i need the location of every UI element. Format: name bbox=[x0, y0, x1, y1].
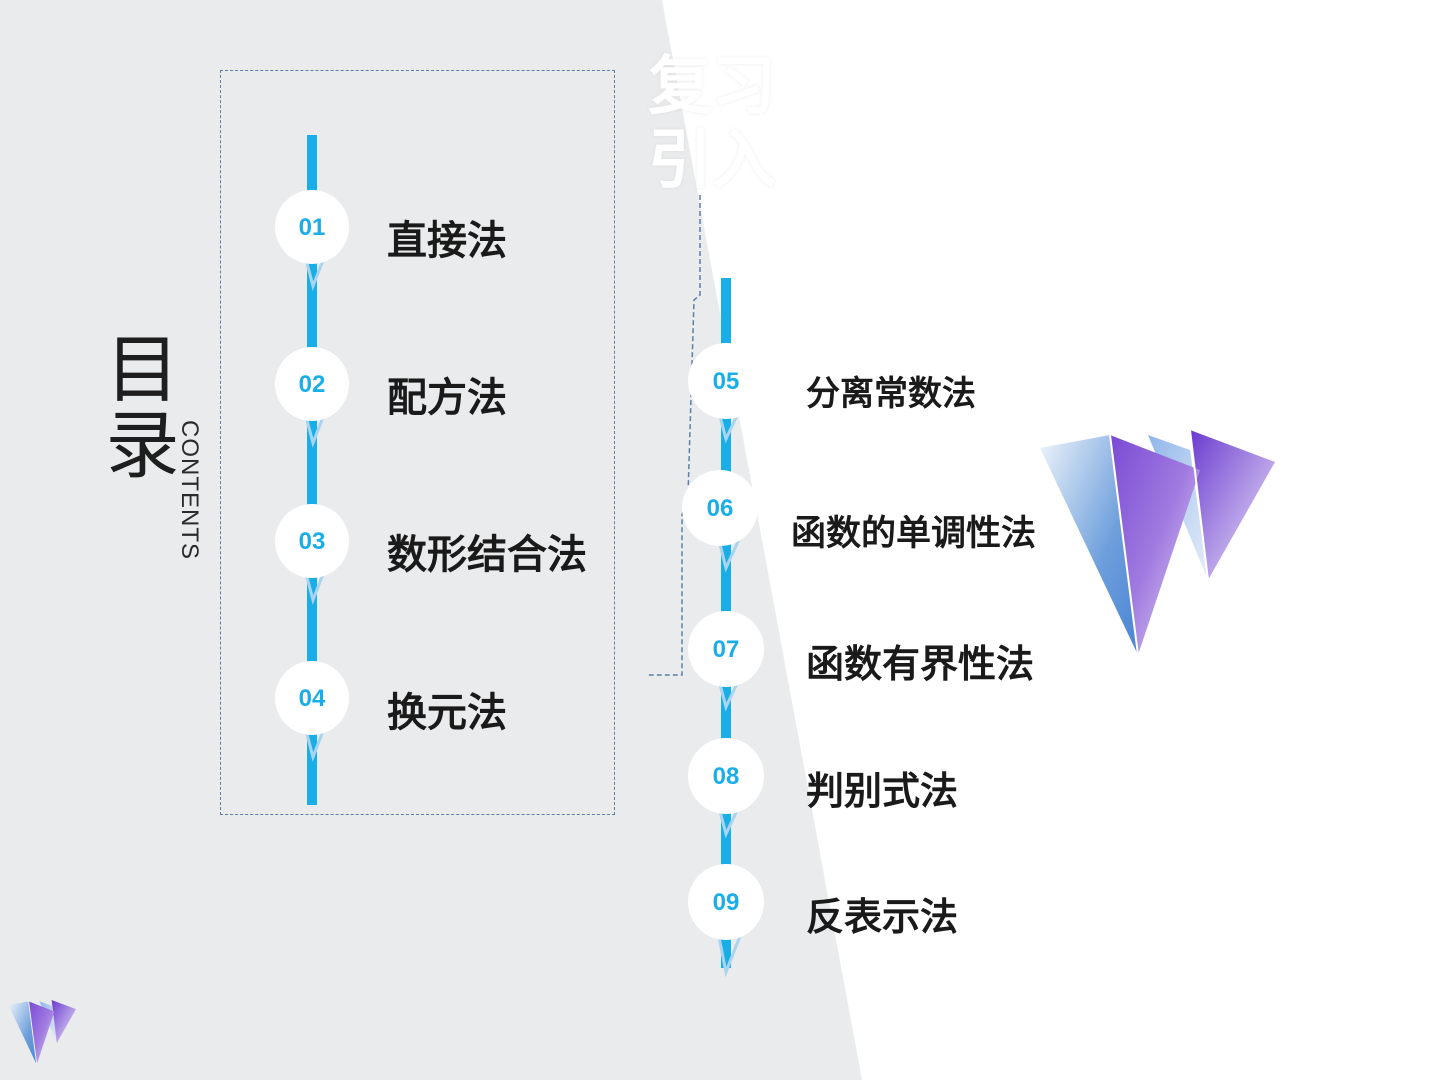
node-circle-icon bbox=[275, 504, 349, 605]
node-circle-icon bbox=[275, 190, 349, 291]
node-circle-icon bbox=[682, 470, 758, 573]
group-connector bbox=[648, 195, 701, 676]
timeline-node-02: 02 bbox=[275, 347, 365, 448]
node-number: 05 bbox=[712, 368, 740, 395]
timeline-node-09: 09 bbox=[688, 864, 778, 978]
node-circle-icon bbox=[275, 347, 349, 448]
node-circle-icon bbox=[275, 661, 349, 762]
timeline-node-08: 08 bbox=[688, 738, 778, 839]
node-number: 08 bbox=[712, 763, 740, 790]
toc-item-label[interactable]: 直接法 bbox=[387, 218, 507, 264]
toc-item-label[interactable]: 配方法 bbox=[387, 375, 507, 421]
triangle-prism-icon bbox=[8, 1000, 76, 1065]
timeline-node-03: 03 bbox=[275, 504, 365, 605]
node-number: 03 bbox=[298, 528, 326, 555]
toc-item-label[interactable]: 判别式法 bbox=[806, 769, 959, 813]
node-circle-icon bbox=[688, 738, 764, 839]
toc-item-label[interactable]: 函数的单调性法 bbox=[791, 514, 1037, 554]
toc-item-label[interactable]: 反表示法 bbox=[806, 895, 959, 939]
timeline-node-04: 04 bbox=[275, 661, 365, 762]
timeline-node-07: 07 bbox=[688, 611, 778, 712]
timeline-node-05: 05 bbox=[688, 343, 778, 444]
node-number: 02 bbox=[298, 371, 326, 398]
page-title: 目录 bbox=[93, 330, 179, 482]
toc-item-label[interactable]: 数形结合法 bbox=[387, 532, 587, 578]
group-frame bbox=[220, 70, 615, 815]
node-number: 07 bbox=[712, 636, 740, 663]
toc-item-label[interactable]: 函数有界性法 bbox=[806, 642, 1035, 686]
toc-item-label[interactable]: 分离常数法 bbox=[806, 374, 976, 414]
node-circle-icon bbox=[688, 343, 764, 444]
node-number: 06 bbox=[706, 495, 734, 522]
node-circle-icon bbox=[688, 611, 764, 712]
triangle-prism-icon bbox=[1040, 430, 1275, 656]
node-number: 09 bbox=[712, 889, 740, 916]
section-ghost-title: 复习引入 bbox=[648, 50, 776, 198]
timeline-node-06: 06 bbox=[682, 470, 772, 573]
toc-item-label[interactable]: 换元法 bbox=[387, 690, 507, 736]
node-number: 01 bbox=[298, 214, 326, 241]
node-number: 04 bbox=[298, 685, 326, 712]
timeline-bar-left bbox=[307, 135, 317, 805]
page-subtitle: CONTENTS bbox=[176, 420, 203, 560]
timeline-node-01: 01 bbox=[275, 190, 365, 291]
node-circle-icon bbox=[688, 864, 764, 978]
